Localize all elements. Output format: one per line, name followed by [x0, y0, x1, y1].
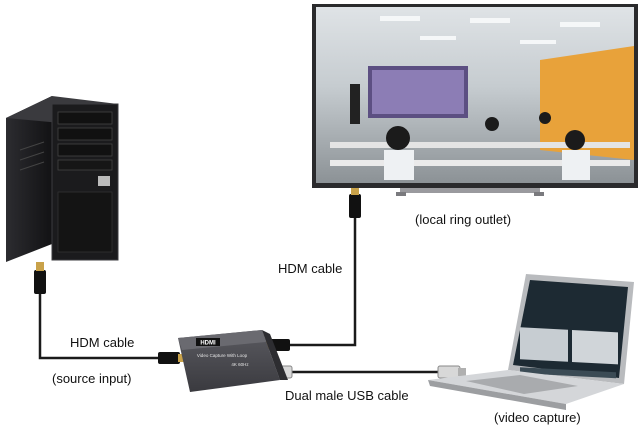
source-caption: (source input)	[52, 371, 132, 386]
hdmi-logo-text: HDMI	[200, 341, 216, 347]
laptop-screen-preview-right	[572, 329, 618, 365]
usb-cable-label: Dual male USB cable	[285, 388, 409, 403]
hdmi-cable-source-label: HDM cable	[70, 335, 135, 350]
hdmi-connector-tv	[349, 186, 361, 218]
hdmi-connector-device-in	[158, 352, 186, 364]
laptop-caption: (video capture)	[494, 410, 581, 425]
cables	[38, 218, 440, 374]
tv-caption: (local ring outlet)	[415, 212, 512, 227]
hdmi-cable-source	[38, 292, 160, 360]
hdmi-cable-tv-label: HDM cable	[278, 261, 343, 276]
capture-device: HDMI Video Capture With Loop 4K 60Hz	[178, 330, 288, 392]
hdmi-cable-tv	[285, 218, 357, 347]
hdmi-connector-tower	[34, 262, 46, 294]
pc-tower-illustration	[6, 96, 119, 262]
laptop-screen-preview-left	[520, 327, 568, 362]
device-model-text: Video Capture With Loop	[197, 353, 248, 358]
device-spec-text: 4K 60Hz	[231, 362, 249, 367]
laptop-illustration	[428, 274, 634, 410]
tv-illustration	[312, 4, 638, 196]
hdmi-logo-plate	[196, 338, 220, 346]
